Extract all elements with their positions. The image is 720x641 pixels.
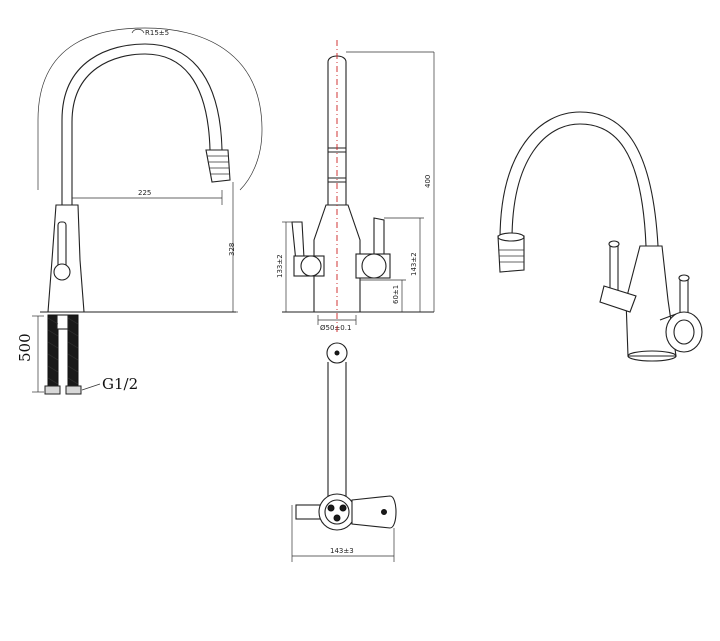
base-height-label: 60±1 <box>392 285 400 304</box>
hose-length-label: 500 <box>16 333 34 362</box>
body-height-label: 133±2 <box>276 254 284 278</box>
perspective-view <box>497 111 703 362</box>
base-diameter-label: Ø50±0.1 <box>320 324 351 332</box>
spout-height-label: 328 <box>228 243 236 256</box>
total-height-label: 400 <box>424 175 432 188</box>
side-view: R15±5 225 328 500 G1/2 <box>16 27 263 395</box>
front-view: Ø50±0.1 400 133±2 143±2 60±1 <box>276 40 435 332</box>
arc-radius-label: R15±5 <box>145 29 169 37</box>
width-bottom-label: 143±3 <box>330 547 354 555</box>
thread-label: G1/2 <box>102 375 138 393</box>
hoses <box>44 314 82 395</box>
handle-height-label: 143±2 <box>410 252 418 276</box>
top-view: 143±3 <box>291 342 397 562</box>
reach-label: 225 <box>138 189 151 197</box>
